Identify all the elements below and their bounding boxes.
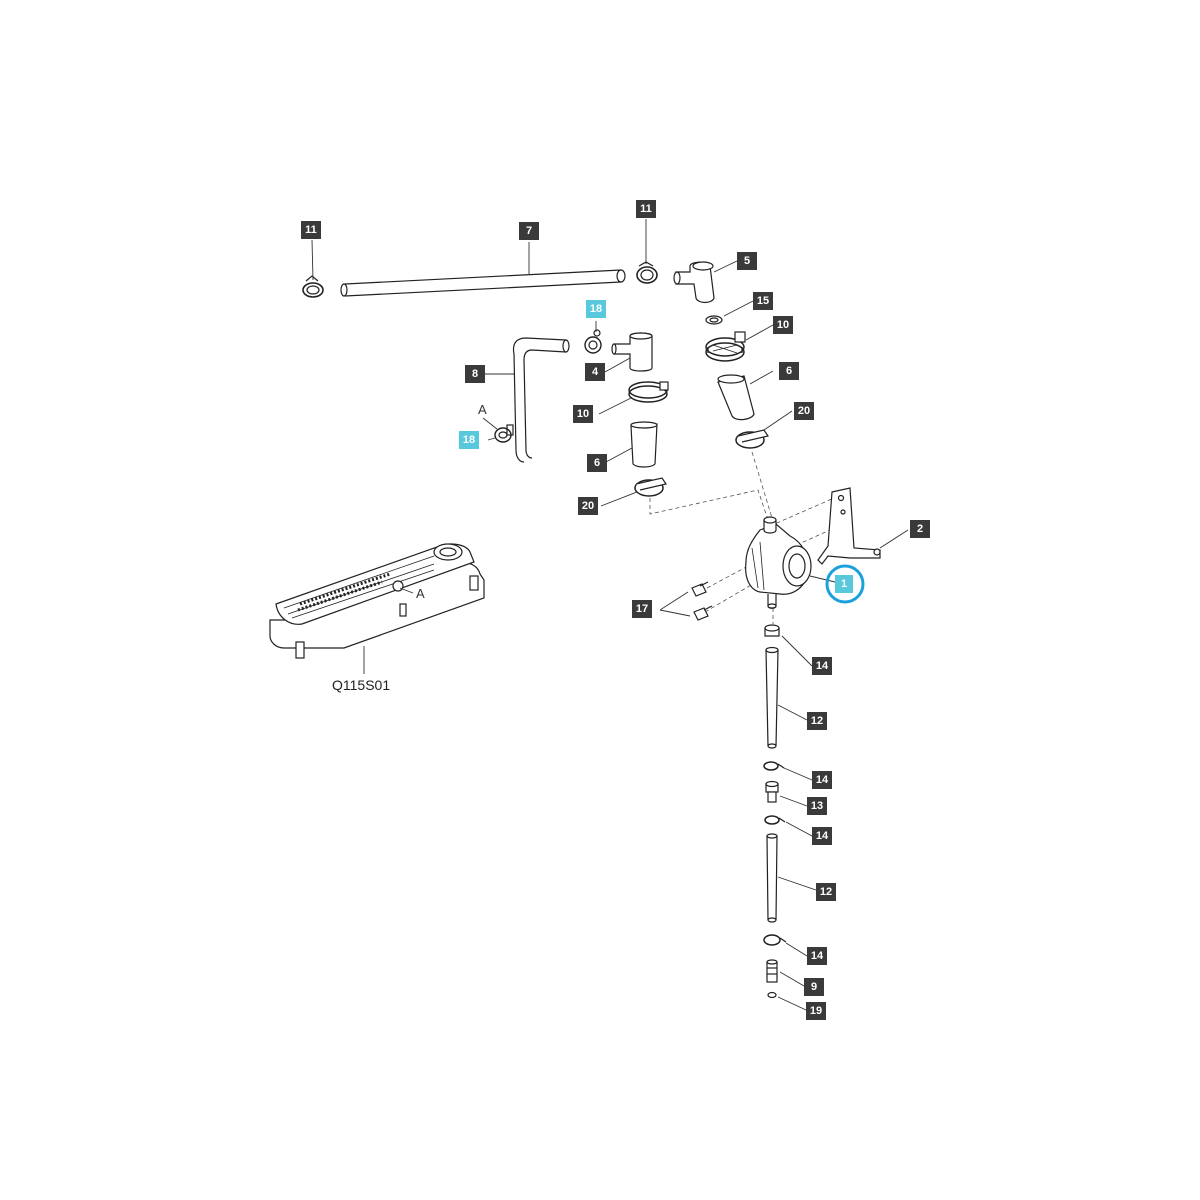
callout-7[interactable]: 7 <box>519 222 539 240</box>
o-ring-19 <box>767 991 777 999</box>
elbow-5 <box>673 261 715 304</box>
hose-7 <box>340 269 626 297</box>
callout-2[interactable]: 2 <box>910 520 930 538</box>
clamp-14-b <box>763 761 785 771</box>
clip-18-top <box>584 329 602 354</box>
callout-20-right[interactable]: 20 <box>794 402 814 420</box>
clamp-11-left <box>302 275 324 298</box>
valve-cover <box>269 543 485 659</box>
sleeve-6-left <box>630 421 658 468</box>
callout-1[interactable]: 1 <box>835 575 853 593</box>
pipe-8 <box>512 337 570 463</box>
clamp-10-left <box>628 381 669 403</box>
callout-14-d[interactable]: 14 <box>807 947 827 965</box>
bolt-17-lower <box>693 605 713 621</box>
callout-10-right[interactable]: 10 <box>773 316 793 334</box>
callout-15[interactable]: 15 <box>753 292 773 310</box>
fitting-9 <box>766 959 778 983</box>
view-letter-cover: A <box>416 586 425 601</box>
callout-6-right[interactable]: 6 <box>779 362 799 380</box>
callout-12-upper[interactable]: 12 <box>807 712 827 730</box>
nut-14-top <box>764 624 780 637</box>
view-letter-pipe: A <box>478 402 487 417</box>
tube-12-upper <box>765 646 779 749</box>
callout-8[interactable]: 8 <box>465 365 485 383</box>
clamp-20-right <box>735 429 769 449</box>
elbow-4 <box>611 332 653 372</box>
clip-18-left <box>494 424 514 443</box>
clamp-10-right <box>705 331 746 362</box>
highlight-ring <box>825 564 865 604</box>
bolt-17-upper <box>691 581 709 597</box>
callout-19[interactable]: 19 <box>806 1002 826 1020</box>
bracket-2 <box>817 487 881 565</box>
sleeve-6-right <box>717 374 755 421</box>
clamp-14-d <box>763 934 787 946</box>
callout-14-a[interactable]: 14 <box>812 657 832 675</box>
callout-12-lower[interactable]: 12 <box>816 883 836 901</box>
callout-14-b[interactable]: 14 <box>812 771 832 789</box>
callout-18-top[interactable]: 18 <box>586 300 606 318</box>
callout-14-c[interactable]: 14 <box>812 827 832 845</box>
pump-1 <box>745 516 812 609</box>
clamp-14-c <box>764 815 786 825</box>
callout-11-left[interactable]: 11 <box>301 221 321 239</box>
callout-9[interactable]: 9 <box>804 978 824 996</box>
callout-6-left[interactable]: 6 <box>587 454 607 472</box>
clamp-20-left <box>634 477 667 497</box>
clamp-11-right <box>636 261 658 284</box>
tube-12-lower <box>766 833 778 923</box>
callout-18-left[interactable]: 18 <box>459 431 479 449</box>
callout-17[interactable]: 17 <box>632 600 652 618</box>
callout-10-left[interactable]: 10 <box>573 405 593 423</box>
fitting-13 <box>765 780 779 803</box>
washer-15 <box>705 315 723 325</box>
callout-11-right[interactable]: 11 <box>636 200 656 218</box>
diagram-code: Q115S01 <box>332 677 391 693</box>
callout-13[interactable]: 13 <box>807 797 827 815</box>
callout-4[interactable]: 4 <box>585 363 605 381</box>
callout-20-left[interactable]: 20 <box>578 497 598 515</box>
callout-5[interactable]: 5 <box>737 252 757 270</box>
